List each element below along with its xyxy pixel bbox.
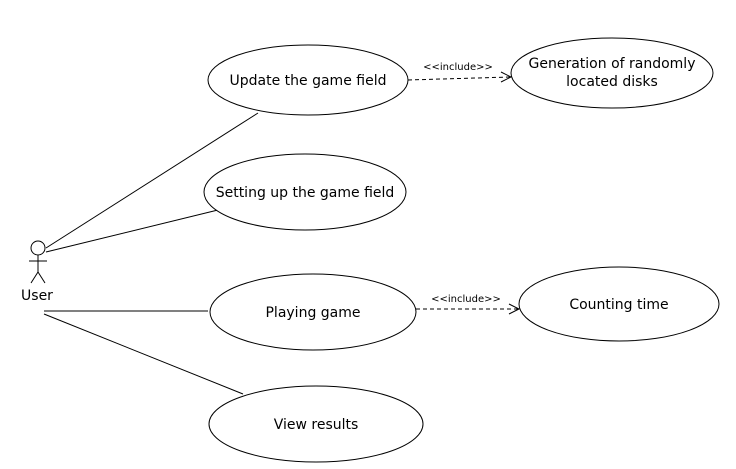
include-arrowhead [500, 71, 513, 83]
use-case-generation-disks: Generation of randomly located disks [510, 37, 714, 109]
use-case-ellipse [208, 385, 424, 463]
association-view-results [43, 313, 244, 395]
use-case-view-results: View results [208, 385, 424, 463]
use-case-ellipse [209, 273, 417, 351]
include-relation-update-generation: <<include>> [407, 62, 513, 83]
actor-label: User [21, 288, 53, 304]
use-case-label: Playing game [265, 305, 360, 321]
include-stereotype-label: <<include>> [431, 294, 501, 305]
actor-right-leg [37, 271, 46, 284]
use-case-ellipse [510, 37, 714, 109]
use-case-label: Update the game field [230, 73, 387, 89]
use-case-update-game-field: Update the game field [207, 44, 409, 116]
use-case-label: Counting time [569, 297, 668, 313]
actor-head [30, 240, 46, 256]
use-case-label-line2: located disks [566, 74, 658, 90]
include-dashed-line [407, 76, 511, 81]
use-case-playing-game: Playing game [209, 273, 417, 351]
use-case-setting-up-game-field: Setting up the game field [203, 153, 407, 231]
include-stereotype-label: <<include>> [423, 62, 493, 73]
use-case-label-line1: Generation of randomly [529, 56, 696, 72]
actor-left-leg [30, 271, 39, 284]
association-setting-up [45, 208, 223, 253]
include-relation-playing-counting: <<include>> [416, 294, 521, 315]
use-case-label: Setting up the game field [216, 185, 395, 201]
include-arrowhead [508, 303, 521, 315]
use-case-ellipse [203, 153, 407, 231]
association-update [45, 112, 259, 249]
use-case-ellipse [518, 266, 720, 342]
use-case-counting-time: Counting time [518, 266, 720, 342]
actor-user: User [21, 240, 53, 304]
use-case-label: View results [274, 417, 359, 433]
